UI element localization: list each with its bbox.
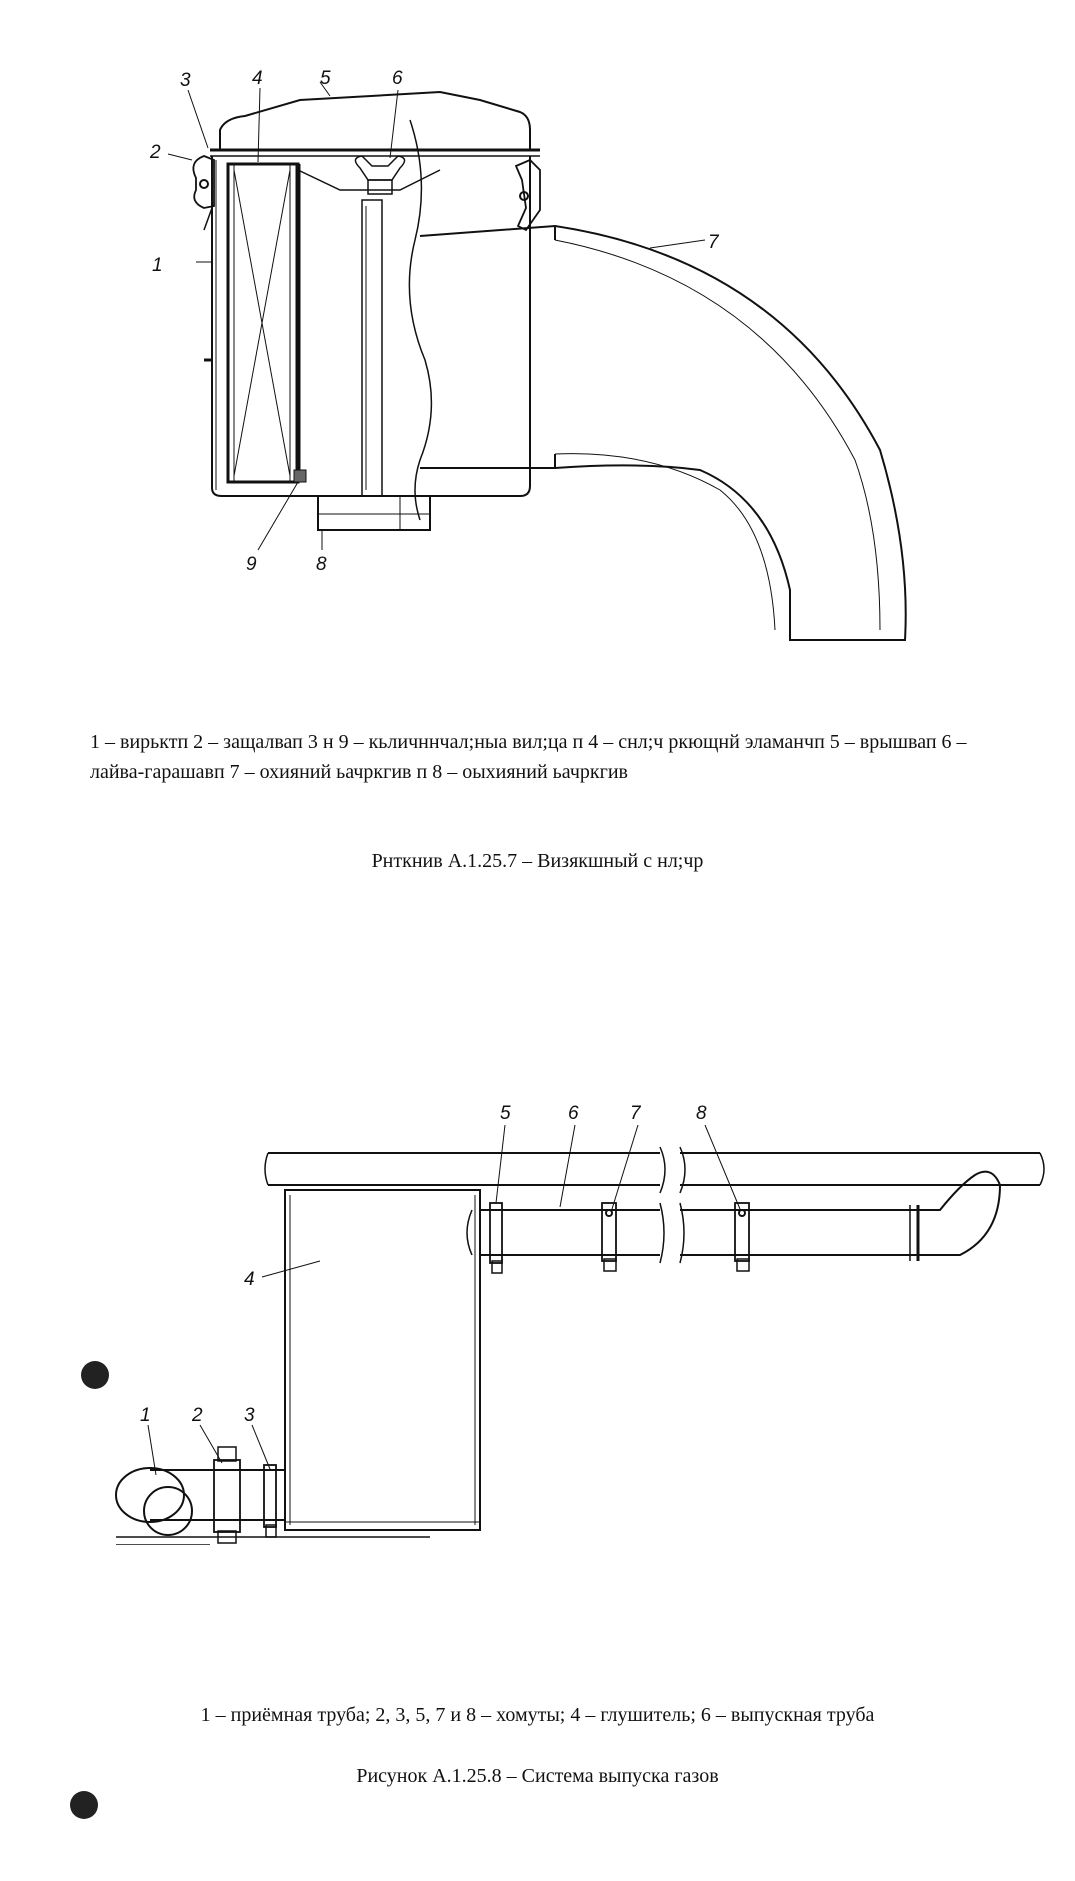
callout-7: 7: [630, 1103, 642, 1124]
figure2-legend: 1 – приёмная труба; 2, 3, 5, 7 и 8 – хом…: [200, 1704, 875, 1726]
outlet-pipe: [317, 496, 431, 531]
callout-1: 1: [140, 1405, 151, 1426]
filter-element: [226, 162, 300, 484]
callout-7: 7: [708, 232, 720, 253]
wing-nut: [354, 155, 406, 181]
callout-4: 4: [252, 68, 263, 89]
intake-pipe: [150, 1469, 285, 1521]
clamp-7: [601, 1202, 617, 1262]
inlet-pipe: [419, 224, 907, 641]
figure1-caption: Рнткнив А.1.25.7 – Визякшный с нл;чр: [371, 850, 704, 872]
callout-5: 5: [320, 68, 331, 89]
callout-6: 6: [568, 1103, 579, 1124]
cover-outline: [219, 90, 531, 150]
callout-1: 1: [152, 255, 163, 276]
punch-hole-marker: [81, 1361, 109, 1389]
callout-9: 9: [246, 554, 257, 575]
right-clamp: [514, 158, 541, 232]
callout-2: 2: [191, 1405, 203, 1426]
muffler: [284, 1189, 481, 1531]
exhaust-pipe: [480, 1209, 940, 1256]
callout-6: 6: [392, 68, 403, 89]
clamp-8: [734, 1202, 750, 1262]
callout-8: 8: [696, 1103, 707, 1124]
callout-2: 2: [149, 142, 161, 163]
housing-outline: [211, 156, 531, 497]
figure1-legend: 1 – вирьктп 2 – защалвап 3 н 9 – кьличнн…: [90, 731, 967, 783]
clamp-3: [263, 1464, 277, 1528]
exhaust-system-drawing: 5 6 7 8 4 1 2 3: [115, 1103, 1045, 1545]
clamp-2: [213, 1459, 241, 1533]
callout-4: 4: [244, 1269, 255, 1290]
callout-3: 3: [180, 70, 191, 91]
figure2-caption: Рисунок А.1.25.8 – Система выпуска газов: [356, 1765, 719, 1787]
callout-3: 3: [244, 1405, 255, 1426]
callout-5: 5: [500, 1103, 511, 1124]
left-clamp: [192, 155, 215, 209]
air-cleaner-drawing: 1 2 3 4 5 6 7 8 9: [149, 68, 907, 641]
punch-hole-marker: [70, 1791, 98, 1819]
frame-rail: [268, 1152, 1040, 1186]
callout-8: 8: [316, 554, 327, 575]
